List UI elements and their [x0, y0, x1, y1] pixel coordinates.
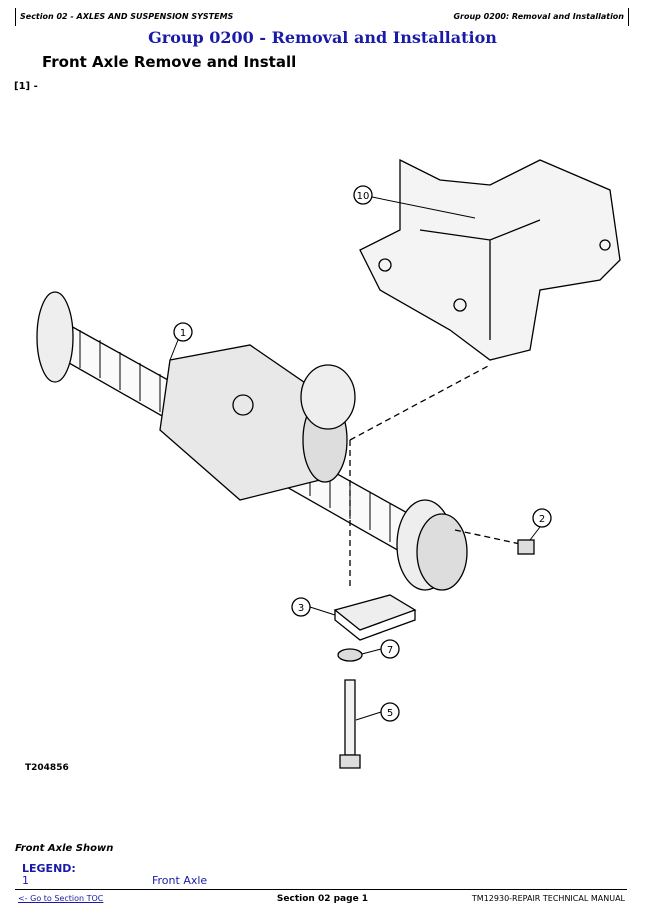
figure-caption: Front Axle Shown	[15, 843, 114, 854]
section-label: Section 02 - AXLES AND SUSPENSION SYSTEM…	[20, 12, 234, 21]
procedure-heading: Front Axle Remove and Install	[42, 53, 297, 71]
footer-divider	[15, 889, 627, 890]
callout-1: 1	[180, 328, 186, 339]
group-label: Group 0200: Removal and Installation	[453, 12, 624, 21]
front-axle-illustration: 10 1 2 3 7 5 T204856	[25, 158, 621, 773]
page-number: Section 02 page 1	[276, 894, 369, 904]
section-toc-link[interactable]: <- Go to Section TOC	[18, 894, 104, 903]
legend-item-number: 1	[22, 874, 29, 887]
callout-5: 5	[387, 708, 393, 719]
callout-2: 2	[539, 514, 545, 525]
page-header: Section 02 - AXLES AND SUSPENSION SYSTEM…	[15, 8, 629, 26]
callout-3: 3	[298, 603, 304, 614]
callout-7: 7	[387, 645, 393, 656]
manual-name: TM12930-REPAIR TECHNICAL MANUAL	[471, 894, 625, 903]
callout-10: 10	[357, 191, 370, 202]
step-ref: [1] -	[14, 81, 38, 92]
legend-title: LEGEND:	[22, 862, 76, 875]
legend-item-label: Front Axle	[152, 874, 208, 887]
figure-id: T204856	[25, 763, 69, 773]
page-title: Group 0200 - Removal and Installation	[148, 28, 497, 47]
